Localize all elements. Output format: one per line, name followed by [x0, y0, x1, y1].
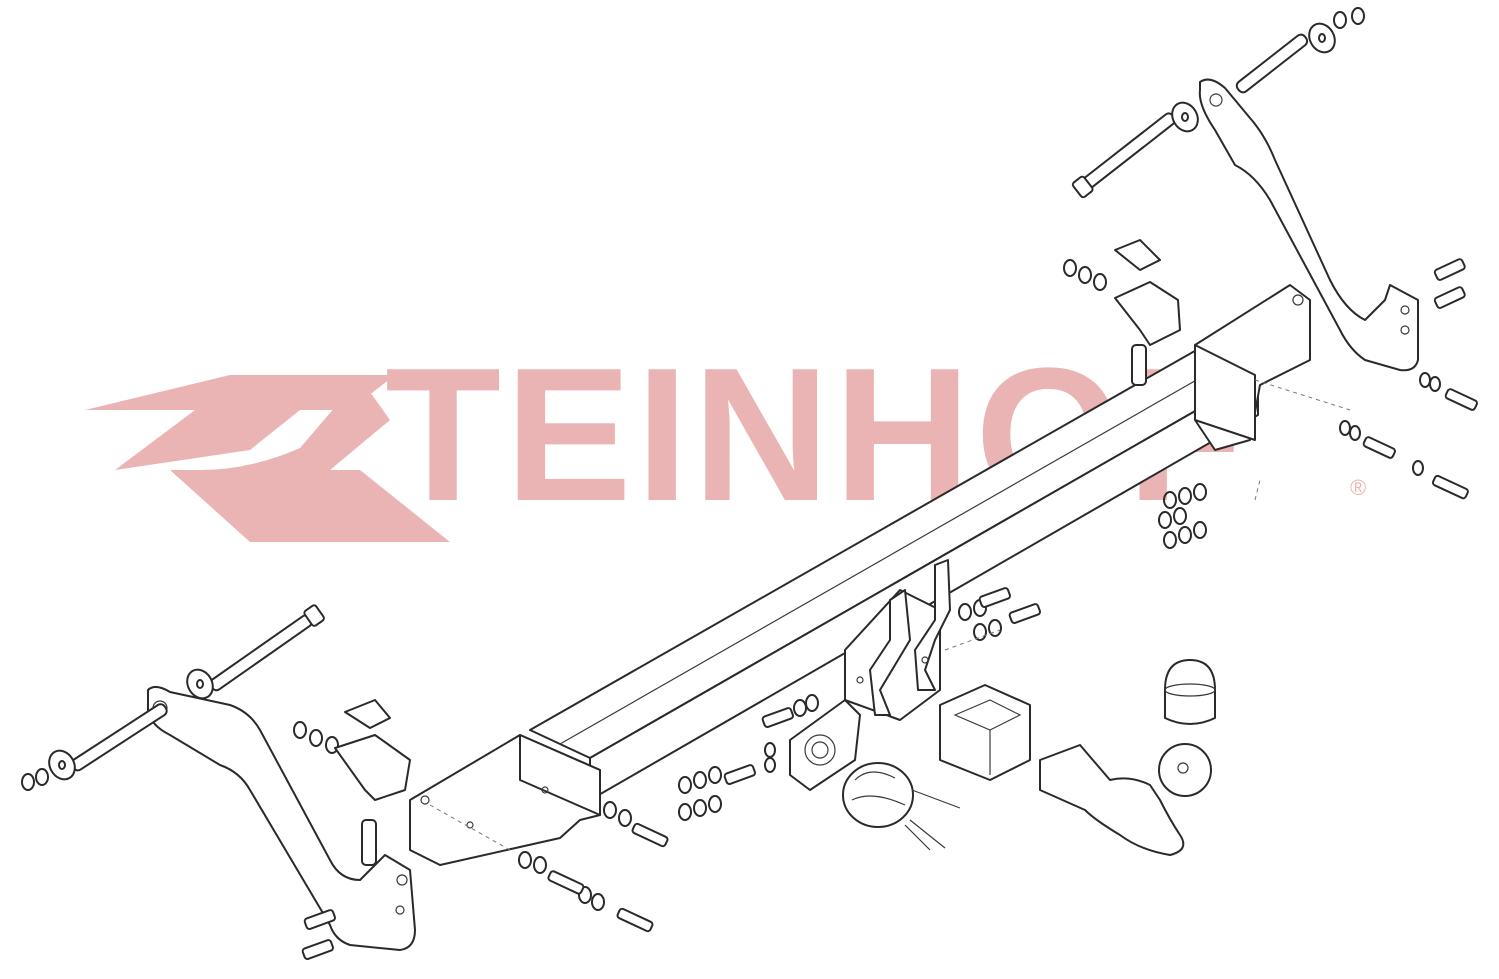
large-washers	[48, 22, 1336, 781]
small-brackets	[334, 239, 1181, 866]
short-bolts	[301, 258, 1478, 960]
nut-groups	[21, 7, 1441, 911]
socket-plate	[789, 699, 861, 791]
steinhof-watermark: TEINHOF ®	[85, 329, 1366, 542]
right-mounting-plate	[1194, 284, 1311, 451]
ball-cap	[1164, 659, 1216, 725]
left-mounting-plate	[409, 734, 601, 866]
registered-trademark: ®	[1350, 475, 1366, 500]
steinhof-s-swoosh-logo	[85, 375, 450, 542]
tow-ball	[1039, 743, 1212, 856]
long-bolts	[70, 33, 1309, 772]
neck-clamp	[939, 684, 1031, 781]
right-side-arm	[1198, 78, 1419, 372]
assembly-guide-lines	[429, 379, 1351, 851]
electrical-socket	[842, 762, 961, 851]
center-bracket	[844, 559, 951, 721]
main-crossbar	[529, 347, 1259, 801]
